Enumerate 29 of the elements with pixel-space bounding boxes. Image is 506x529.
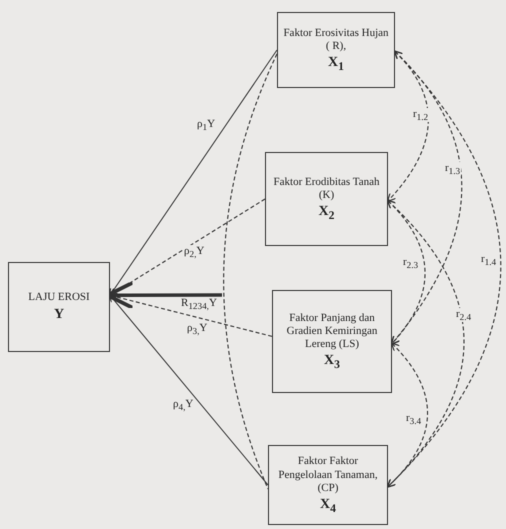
factor-box (265, 152, 388, 246)
connector-line (223, 54, 278, 490)
arrow (386, 342, 428, 488)
edge-label: r$_{1.3}$ (444, 162, 462, 176)
factor-name: Faktor Erosivitas Hujan ( R), (282, 26, 390, 54)
edge-label: ρ$_{4,}$Y (172, 398, 194, 412)
edge-label: ρ$_{2,}$Y (183, 245, 206, 260)
factor-box (8, 262, 110, 352)
factor-name: Faktor Erodibitas Tanah (K) (272, 176, 380, 202)
variable-symbol: Y (54, 306, 64, 323)
edge-label: R$_{1234,}$Y (180, 297, 218, 312)
edge-label: r$_{2.4}$ (455, 308, 472, 322)
factor-name: LAJU EROSI (28, 291, 90, 305)
variable-symbol: X$_{3}$ (324, 353, 340, 372)
arrow (390, 50, 462, 345)
arrow (109, 294, 268, 486)
edge-label: ρ$_{3,}$Y (186, 322, 208, 336)
factor-name: Faktor Faktor Pengelolaan Tanaman, (CP) (277, 455, 379, 495)
factor-box (268, 445, 388, 525)
edge-label: ρ$_{1}$Y (196, 118, 216, 132)
variable-symbol: X$_{2}$ (318, 204, 334, 222)
arrow (386, 200, 465, 488)
arrow (386, 200, 426, 345)
factor-box (272, 290, 392, 393)
factor-name: Faktor Panjang dan Gradien Kemiringan Lereng (LS) (286, 312, 378, 352)
variable-symbol: X$_{1}$ (328, 55, 344, 74)
variable-symbol: X$_{4}$ (320, 496, 336, 515)
edge-label: r$_{1.2}$ (412, 108, 430, 122)
factor-box (277, 12, 395, 88)
